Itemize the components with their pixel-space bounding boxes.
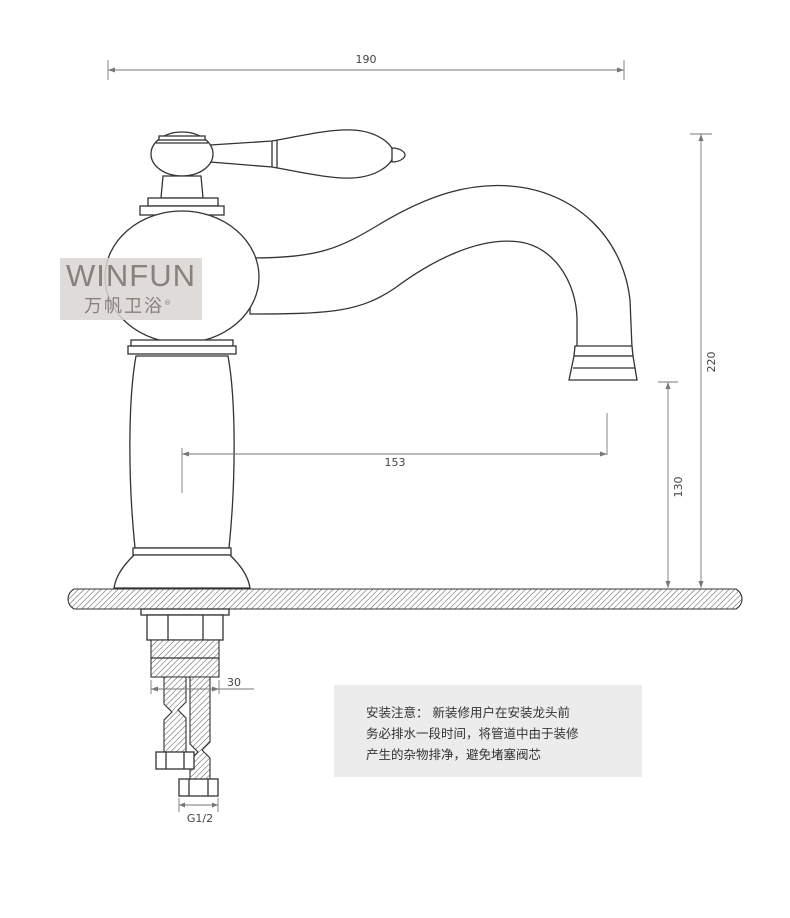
overall-width-dimension: 190 [107,53,625,80]
total-height-label: 220 [705,352,718,373]
registered-mark: ® [164,299,173,307]
brand-logo: WINFUN [66,258,196,293]
faucet-neck [139,175,225,216]
brand-logo-cn: 万帆卫浴® [84,292,173,318]
spout-height-label: 130 [672,477,685,498]
countertop [67,588,743,610]
overall-width-label: 190 [356,53,377,66]
mounting-fittings [140,608,230,678]
spout-reach-dimension: 153 [181,413,608,493]
spout-reach-label: 153 [385,456,406,469]
installation-note-text: 安装注意： 新装修用户在安装龙头前 务必排水一段时间，将管道中由于装修 产生的杂… [366,705,579,762]
spout-height-dimension: 130 [658,381,685,588]
thread-dimension: G1/2 [178,798,219,825]
thread-label: G1/2 [187,812,213,825]
faucet-spout [249,184,638,381]
faucet-handle [150,129,406,179]
brand-logo-background [60,258,202,320]
installation-note-box [334,685,642,777]
brand-logo-cn-text: 万帆卫浴 [84,296,164,317]
total-height-dimension: 220 [690,133,718,588]
pipe-diameter-dimension: 30 [150,676,254,694]
supply-hoses [155,676,219,797]
pipe-diameter-label: 30 [227,676,241,689]
